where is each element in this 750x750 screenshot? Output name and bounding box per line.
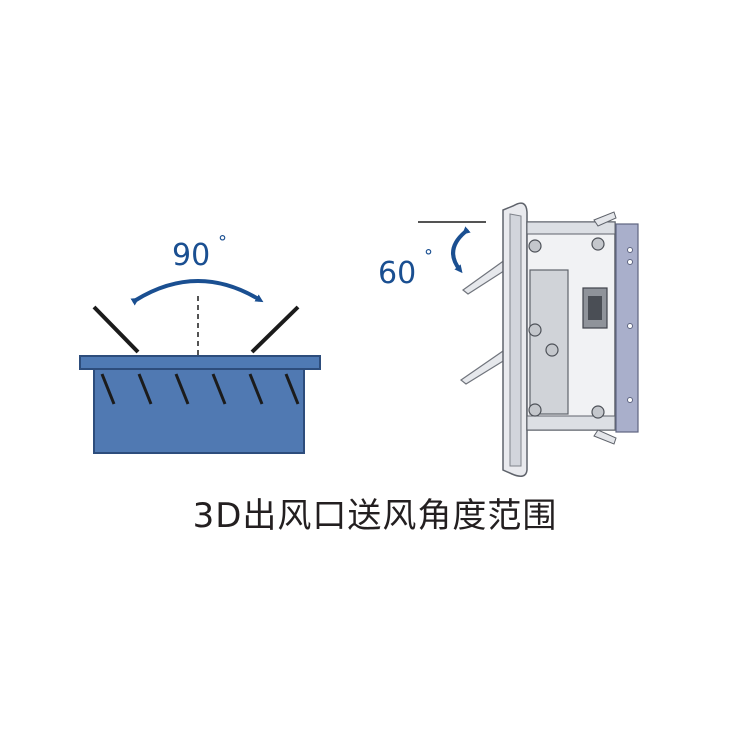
housing-top-strip (526, 221, 616, 235)
front-panel-inner (509, 213, 522, 467)
diagram-caption: 3D出风口送风角度范围 (192, 496, 558, 536)
outlet-body (93, 368, 305, 454)
louver (248, 373, 264, 405)
connector (582, 287, 608, 329)
side-plate (615, 223, 639, 433)
left-deflection-line (92, 305, 140, 354)
swing-arc-90 (130, 279, 264, 306)
louver (211, 373, 227, 405)
housing-bottom-strip (526, 415, 616, 431)
screw-icon (591, 237, 605, 251)
louver (284, 373, 300, 405)
screw-icon (528, 323, 542, 337)
connector-inner (588, 296, 602, 320)
mount-hole-icon (627, 247, 633, 253)
louver (137, 373, 153, 405)
motor-block (529, 269, 569, 415)
screw-icon (528, 239, 542, 253)
right-deflection-line (250, 305, 300, 354)
angle-label-90: 90 (172, 238, 210, 273)
angle-label-60: 60 (378, 256, 416, 291)
bottom-clip (593, 429, 617, 445)
screw-icon (545, 343, 559, 357)
left-outlet-diagram: 90 ° (79, 232, 321, 454)
rotation-arrow-60 (451, 226, 471, 274)
top-clip (593, 211, 617, 227)
mount-hole-icon (627, 397, 633, 403)
outlet-lip (79, 355, 321, 370)
degree-mark-60: ° (424, 246, 433, 267)
mount-hole-icon (627, 259, 633, 265)
side-plate-holes (627, 247, 633, 403)
right-outlet-diagram: 60 ° (378, 202, 639, 477)
louver (100, 373, 116, 405)
louver (174, 373, 190, 405)
louver-group (100, 373, 300, 405)
mount-hole-icon (627, 323, 633, 329)
screw-icon (591, 405, 605, 419)
screw-icon (528, 403, 542, 417)
degree-mark-90: ° (218, 232, 227, 253)
screw-group (528, 237, 605, 419)
